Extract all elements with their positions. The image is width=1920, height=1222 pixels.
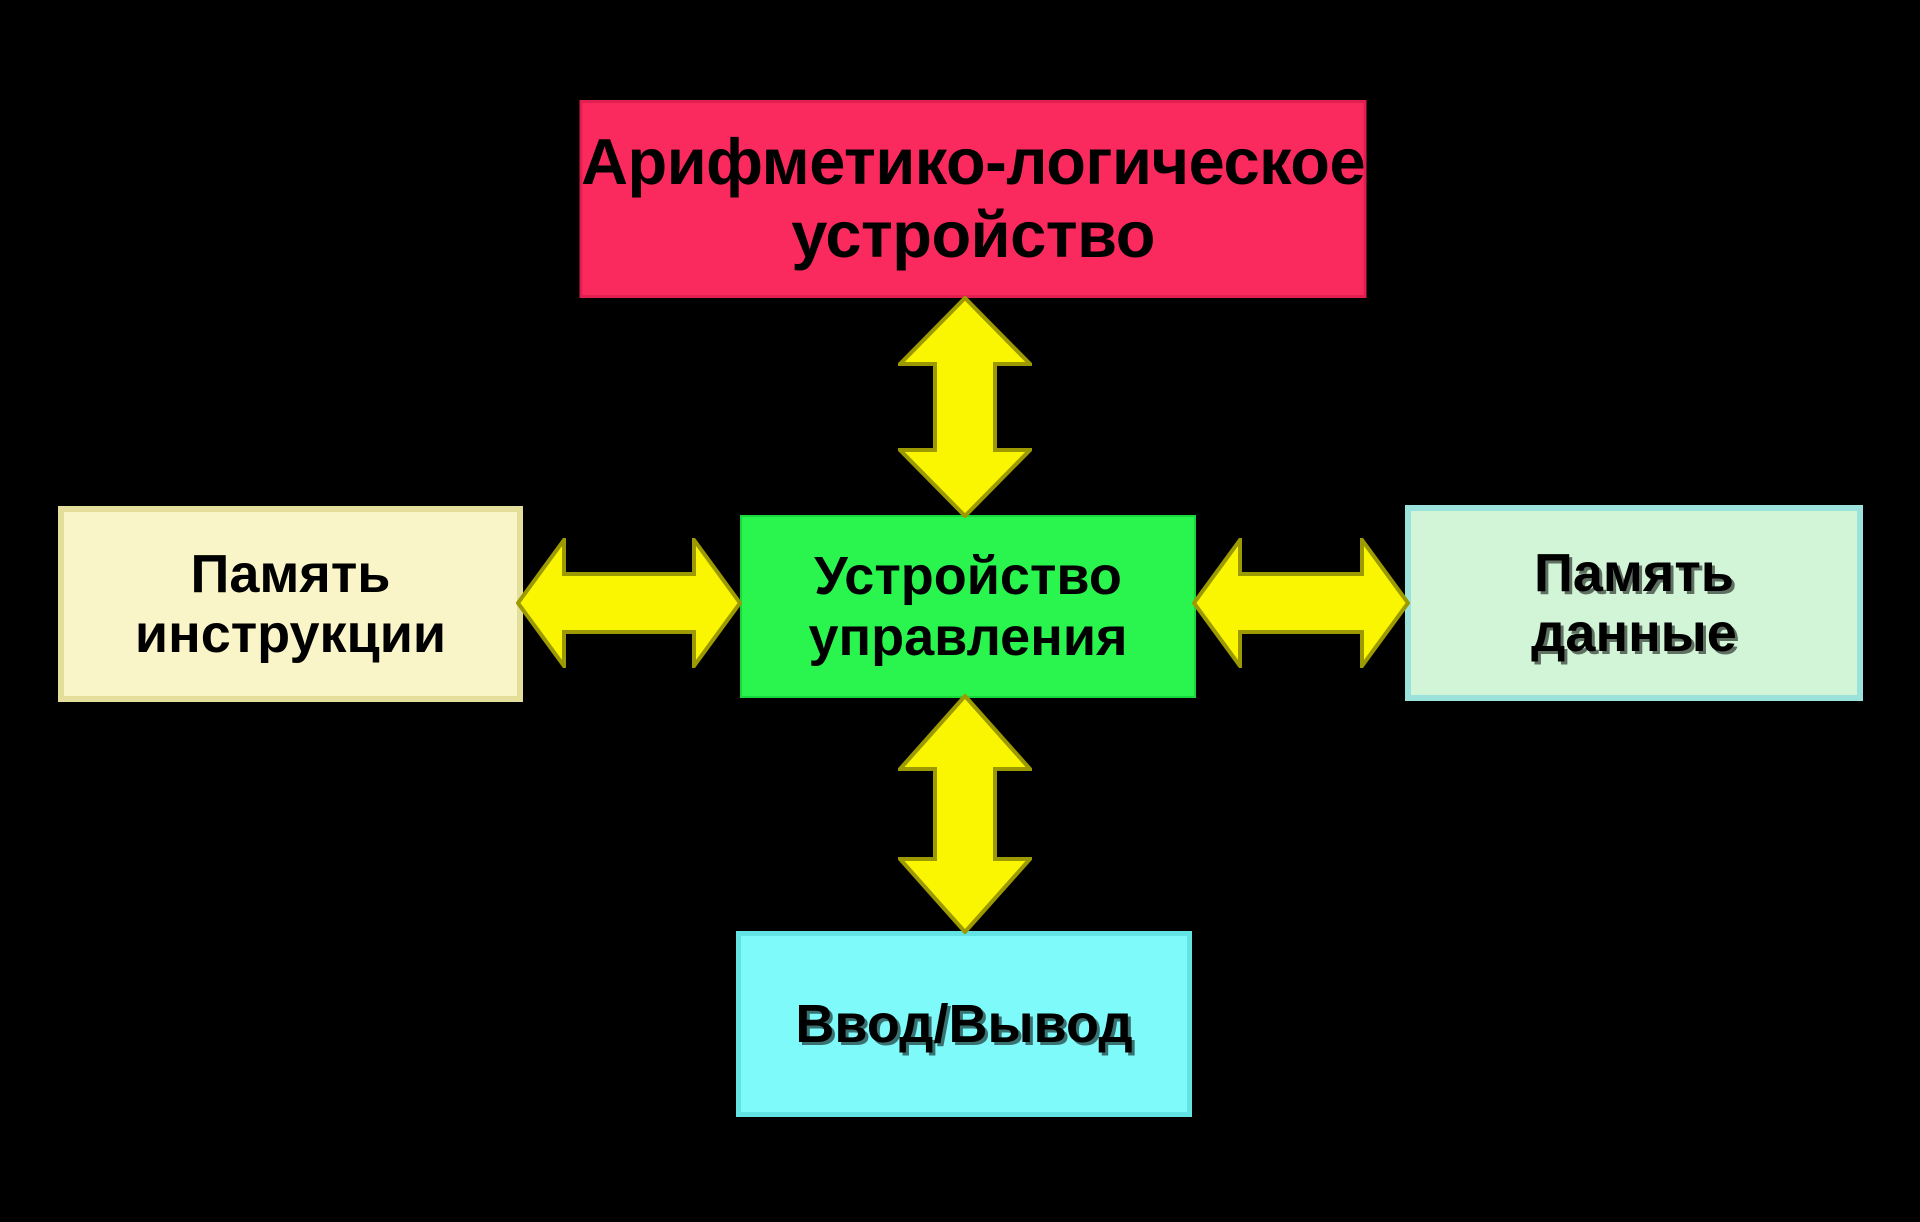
node-control-unit[interactable]: Устройство управления <box>740 515 1196 698</box>
node-data-memory[interactable]: Память данные <box>1405 505 1863 701</box>
double-arrow-icon-alu-control <box>898 296 1032 518</box>
double-arrow-icon-instruction-control <box>516 538 742 668</box>
node-arithmetic-logic-unit[interactable]: Арифметико-логическое устройство <box>579 100 1367 298</box>
double-arrow-icon-control-io <box>898 694 1032 934</box>
node-label-instruction-memory: Память инструкции <box>134 543 447 664</box>
node-label-input-output: Ввод/Вывод <box>795 993 1133 1054</box>
double-arrow-icon-control-data <box>1192 538 1410 668</box>
node-instruction-memory[interactable]: Память инструкции <box>58 506 523 702</box>
node-input-output[interactable]: Ввод/Вывод <box>736 931 1192 1117</box>
node-label-control-unit: Устройство управления <box>808 546 1128 667</box>
node-label-alu: Арифметико-логическое устройство <box>580 125 1366 271</box>
node-label-data-memory: Память данные <box>1531 542 1737 663</box>
